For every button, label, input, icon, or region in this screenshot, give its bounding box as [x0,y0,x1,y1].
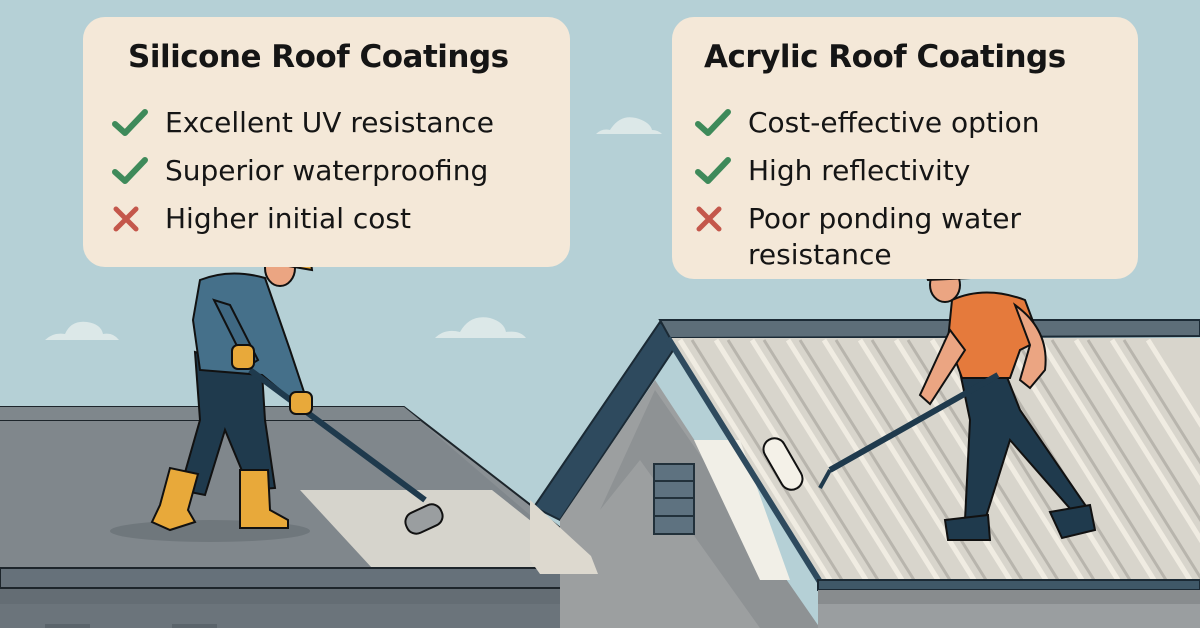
item-text: High reflectivity [748,154,971,187]
check-icon [111,147,151,195]
item-text: Excellent UV resistance [165,106,494,139]
silicone-panel: Silicone Roof Coatings Excellent UV resi… [83,17,570,267]
item-text: Cost-effective option [748,106,1040,139]
list-item: High reflectivity [694,147,1088,195]
item-text: Superior waterproofing [165,154,489,187]
cross-icon [111,195,151,243]
list-item: Excellent UV resistance [111,99,494,147]
item-text: Poor ponding water resistance [748,202,1021,271]
panel-title: Acrylic Roof Coatings [704,39,1066,75]
pros-cons-list: Excellent UV resistance Superior waterpr… [111,99,494,243]
cloud-icon [45,117,662,340]
item-text: Higher initial cost [165,202,411,235]
acrylic-panel: Acrylic Roof Coatings Cost-effective opt… [672,17,1138,279]
panel-title: Silicone Roof Coatings [128,39,509,75]
list-item: Poor ponding water resistance [694,195,1088,273]
check-icon [111,99,151,147]
list-item: Higher initial cost [111,195,494,243]
flat-roof-building [0,406,615,628]
list-item: Superior waterproofing [111,147,494,195]
check-icon [694,147,734,195]
pros-cons-list: Cost-effective option High reflectivity … [694,99,1088,273]
left-worker [150,240,444,535]
cross-icon [694,195,734,243]
check-icon [694,99,734,147]
list-item: Cost-effective option [694,99,1088,147]
